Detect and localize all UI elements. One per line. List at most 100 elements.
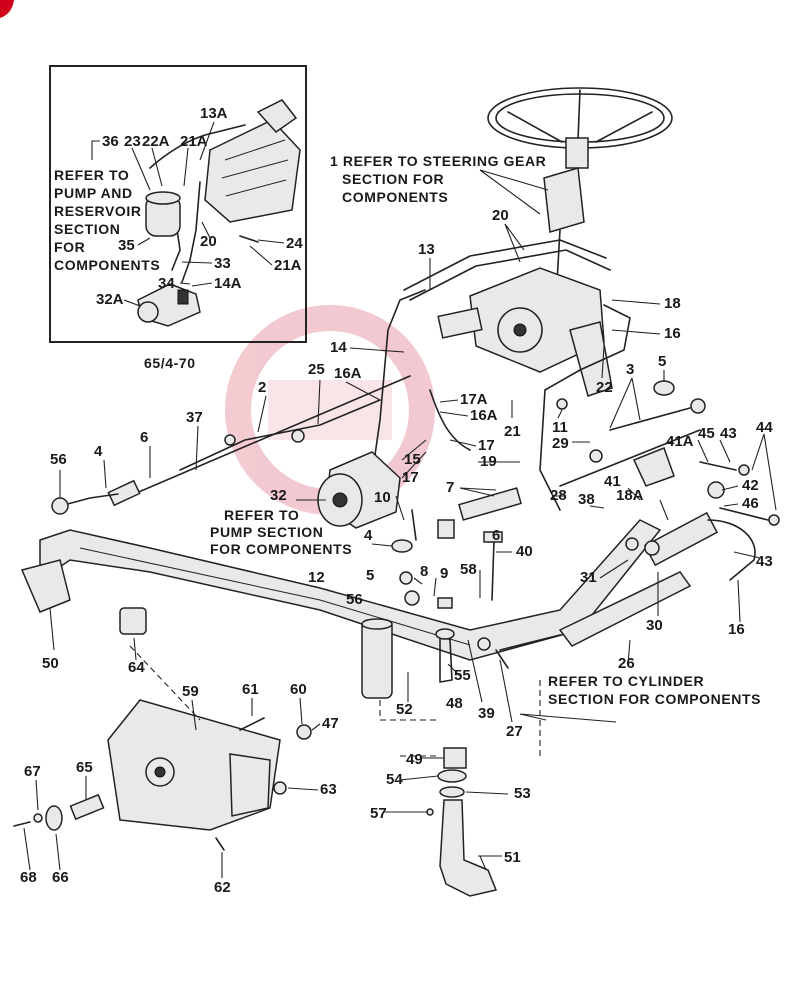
inset-callout: 22A <box>142 133 170 150</box>
pump-note-line-1: REFER TO <box>224 507 299 523</box>
callout-label: 41 <box>604 473 621 490</box>
callout-label: 64 <box>128 659 145 676</box>
inset-diagram: REFER TO PUMP AND RESERVOIR SECTION FOR … <box>49 65 307 343</box>
callout-label: 59 <box>182 683 199 700</box>
corner-badge <box>0 0 14 18</box>
callout-label: 32 <box>270 487 287 504</box>
inset-caption: 65/4-70 <box>144 355 196 371</box>
drag-link-assembly <box>107 375 411 507</box>
spindle-assembly <box>426 747 498 897</box>
callout-label: 27 <box>506 723 523 740</box>
callout-label: 49 <box>406 751 423 768</box>
callout-label: 5 <box>658 353 666 370</box>
front-axle <box>20 519 662 699</box>
callout-label: 38 <box>578 491 595 508</box>
callout-label: 47 <box>322 715 339 732</box>
callout-label: 41A <box>666 433 694 450</box>
callout-label: 48 <box>446 695 463 712</box>
callout-label: 50 <box>42 655 59 672</box>
inset-callout: 36 <box>102 133 119 150</box>
callout-label: 2 <box>258 379 266 396</box>
inset-callout: 20 <box>200 233 217 250</box>
callout-label: 65 <box>76 759 93 776</box>
cylinder-note-line-1: REFER TO CYLINDER <box>548 673 704 689</box>
callout-label: 9 <box>440 565 448 582</box>
callout-label: 25 <box>308 361 325 378</box>
callout-label: 43 <box>756 553 773 570</box>
inset-callout: 14A <box>214 275 242 292</box>
leader-lines <box>23 223 777 878</box>
callout-label: 18 <box>664 295 681 312</box>
callout-label: 66 <box>52 869 69 886</box>
callout-label: 8 <box>420 563 428 580</box>
cylinder-note-line-2: SECTION FOR COMPONENTS <box>548 691 761 707</box>
callout-label: 62 <box>214 879 231 896</box>
callout-label: 56 <box>50 451 67 468</box>
callout-label: 17 <box>402 469 419 486</box>
callout-label: 55 <box>454 667 471 684</box>
inset-callout: 35 <box>118 237 135 254</box>
pressure-line <box>369 289 426 491</box>
callout-label: 17 <box>478 437 495 454</box>
callout-label: 67 <box>24 763 41 780</box>
callout-label: 53 <box>514 785 531 802</box>
inset-callout: 34 <box>158 275 175 292</box>
callout-label: 29 <box>552 435 569 452</box>
callout-label: 5 <box>366 567 374 584</box>
inset-callout: 13A <box>200 105 228 122</box>
callout-label: 10 <box>374 489 391 506</box>
hose-17 <box>429 389 471 451</box>
callout-label: 22 <box>596 379 613 396</box>
steering-gear-note-line-1: 1 REFER TO STEERING GEAR <box>330 153 546 169</box>
callout-label: 7 <box>446 479 454 496</box>
callout-label: 37 <box>186 409 203 426</box>
callout-label: 3 <box>626 361 634 378</box>
inset-note-line-3: RESERVOIR <box>54 203 142 219</box>
callout-label: 4 <box>94 443 103 460</box>
callout-label: 14 <box>330 339 347 356</box>
callout-label: 16 <box>728 621 745 638</box>
callout-label: 60 <box>290 681 307 698</box>
callout-label: 6 <box>140 429 148 446</box>
callout-label: 61 <box>242 681 259 698</box>
callout-label: 45 <box>698 425 715 442</box>
inset-callout: 33 <box>214 255 231 272</box>
inset-callout: 21A <box>274 257 302 274</box>
callout-label: 12 <box>308 569 325 586</box>
callout-label: 40 <box>516 543 533 560</box>
return-line <box>539 304 631 511</box>
callout-label: 51 <box>504 849 521 866</box>
callout-label: 31 <box>580 569 597 586</box>
callout-label: 11 <box>552 419 568 436</box>
callout-label: 42 <box>742 477 759 494</box>
inset-frame <box>49 65 307 343</box>
callout-label: 39 <box>478 705 495 722</box>
pump-note-line-2: PUMP SECTION <box>210 524 324 540</box>
callout-label: 16A <box>470 407 498 424</box>
callout-label: 43 <box>720 425 737 442</box>
steering-gear-note-line-2: SECTION FOR <box>342 171 444 187</box>
callout-label: 63 <box>320 781 337 798</box>
callout-label: 16 <box>664 325 681 342</box>
callout-label: 58 <box>460 561 477 578</box>
pump-note-line-3: FOR COMPONENTS <box>210 541 352 557</box>
inset-note-line-6: COMPONENTS <box>54 257 160 273</box>
callout-label: 16A <box>334 365 362 382</box>
callout-label: 15 <box>404 451 421 468</box>
inset-note-line-1: REFER TO <box>54 167 129 183</box>
callout-label: 4 <box>364 527 373 544</box>
callout-label: 18A <box>616 487 644 504</box>
callout-labels: 20 13 18 16 14 22 5 25 16A 2 17A 16A 37 … <box>20 207 773 896</box>
callout-label: 17A <box>460 391 488 408</box>
steering-gear <box>403 239 613 397</box>
steering-gear-note-line-3: COMPONENTS <box>342 189 448 205</box>
callout-label: 68 <box>20 869 37 886</box>
callout-label: 26 <box>618 655 635 672</box>
inset-note-line-5: FOR <box>54 239 85 255</box>
callout-label: 46 <box>742 495 759 512</box>
callout-label: 21 <box>504 423 521 440</box>
inset-callout: 32A <box>96 291 124 308</box>
inset-callout: 21A <box>180 133 208 150</box>
callout-label: 52 <box>396 701 413 718</box>
